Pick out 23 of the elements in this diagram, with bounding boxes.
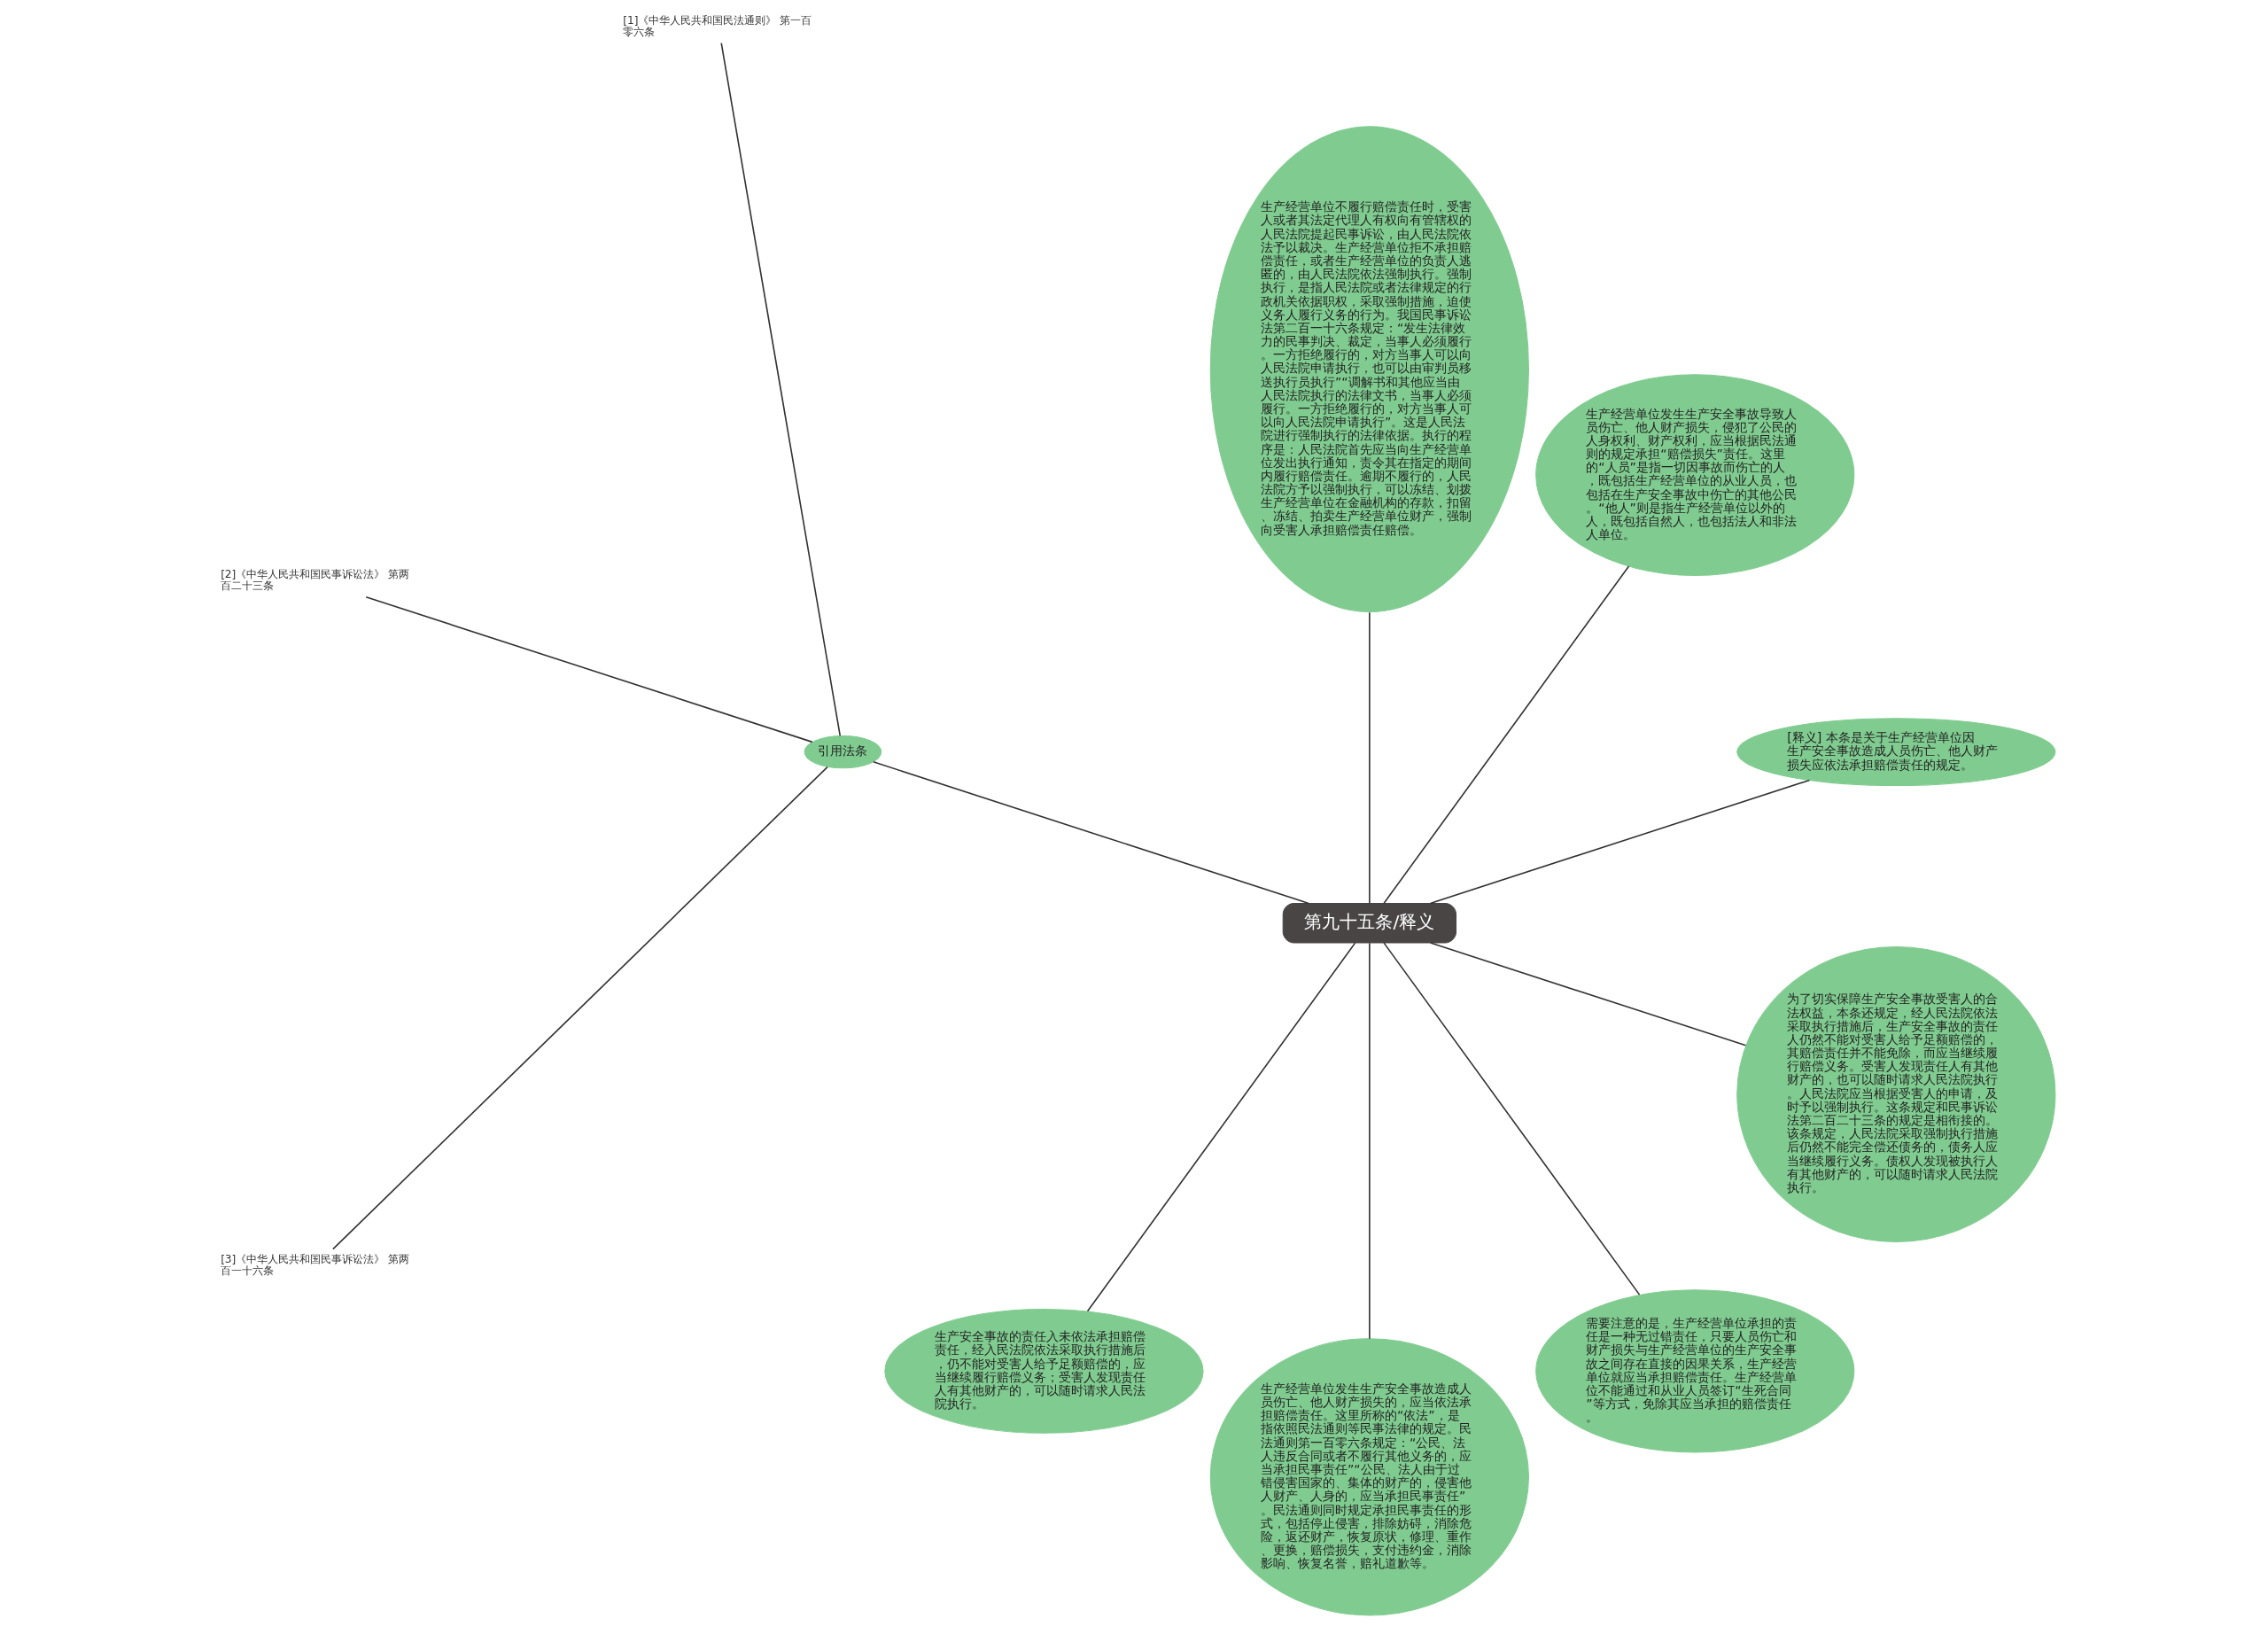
connector — [1382, 942, 1640, 1295]
node-ellipse: [释义] 本条是关于生产经营单位因生产安全事故造成人员伤亡、他人财产损失应依法承担赔偿责任的规定。 — [1736, 718, 2055, 786]
node-ellipse: 生产经营单位发生生产安全事故导致人员伤亡、他人财产损失，侵犯了公民的人身权利、财产权利，应当根据民法通则的规定承担“赔偿损失”责任。这里的“人员”是指一切因事故而伤亡的人，既包括生产经营单位的从业人员，也包括在生产安全事故中伤亡的其他公民。“他人”则是指生产经营单位以外的人，既包括自然人，也包括法人和非法人单位。 — [1534, 374, 1854, 576]
connector — [719, 42, 841, 737]
node-text: [3]《中华人民共和国民事诉讼法》 第两百一十六条 — [220, 1252, 409, 1277]
node-ellipse: 引用法条 — [804, 735, 882, 769]
connector — [872, 760, 1309, 905]
connector — [364, 595, 813, 743]
node-ellipse: 生产经营单位发生生产安全事故造成人员伤亡、他人财产损失的，应当依法承担赔偿责任。这里所称的“依法”，是指依照民法通则等民事法律的规定。民法通则第一百零六条规定：“公民、法人违反合同或者不履行其他义务的，应当承担民事责任”“公民、法人由于过错侵害国家的、集体的财产的，侵害他人财产、人身的，应当承担民事责任”。民法通则同时规定承担民事责任的形式，包括停止侵害，排除妨碍，消除危险，返还财产，恢复原状，修理、重作、更换，赔偿损失，支付违约金，消除影响、恢复名誉，赔礼道歉等。 — [1209, 1338, 1529, 1616]
node-box: 第九十五条/释义 — [1282, 902, 1456, 944]
connector — [1429, 942, 1746, 1046]
node-circle: 为了切实保障生产安全事故受害人的合法权益，本条还规定，经人民法院依法采取执行措施后，生产安全事故的责任人仍然不能对受害人给予足额赔偿的，其赔偿责任并不能免除，而应当继续履行赔偿义务。受害人发现责任人有其他财产的，也可以随时请求人民法院执行。人民法院应当根据受害人的申请，及时予以强制执行。这条规定和民事诉讼法第二百二十三条的规定是相衔接的。该条规定，人民法院采取强制执行措施后仍然不能完全偿还债务的，债务人应当继续履行义务。债权人发现被执行人有其他财产的，可以随时请求人民法院执行。 — [1736, 945, 2055, 1242]
connector — [1086, 942, 1355, 1312]
node-ellipse: 生产安全事故的责任入未依法承担赔偿责任，经入民法院依法采取执行措施后，仍不能对受害人给予足额赔偿的，应当继续履行赔偿义务；受害人发现责任人有其他财产的，可以随时请求人民法院执行。 — [883, 1309, 1204, 1434]
node-text: [2]《中华人民共和国民事诉讼法》 第两百二十三条 — [220, 568, 409, 593]
node-ellipse: 需要注意的是，生产经营单位承担的责任是一种无过错责任，只要人员伤亡和财产损失与生产经营单位的生产安全事故之间存在直接的因果关系，生产经营单位就应当承担赔偿责任。生产经营单位不能通过和从业人员签订“生死合同”等方式，免除其应当承担的赔偿责任。 — [1534, 1289, 1854, 1453]
node-text: [1]《中华人民共和国民法通则》 第一百零六条 — [622, 13, 812, 39]
node-ellipse: 生产经营单位不履行赔偿责任时，受害人或者其法定代理人有权向有管辖权的人民法院提起民事诉讼，由人民法院依法予以裁决。生产经营单位拒不承担赔偿责任，或者生产经营单位的负责人逃匿的，由人民法院依法强制执行。强制执行，是指人民法院或者法律规定的行政机关依据职权，采取强制措施，迫使义务人履行义务的行为。我国民事诉讼法第二百一十六条规定：“发生法律效力的民事判决、裁定，当事人必须履行。一方拒绝履行的，对方当事人可以向人民法院申请执行，也可以由审判员移送执行员执行”“调解书和其他应当由人民法院执行的法律文书，当事人必须履行。一方拒绝履行的，对方当事人可以向人民法院申请执行”。这是人民法院进行强制执行的法律依据。执行的程序是：人民法院首先应当向生产经营单位发出执行通知，责令其在指定的期间内履行赔偿责任。逾期不履行的，人民法院方予以强制执行，可以冻结、划拨生产经营单位在金融机构的存款，扣留、冻结、拍卖生产经营单位财产，强制向受害人承担赔偿责任赔偿。 — [1209, 126, 1529, 613]
connector — [1368, 942, 1371, 1340]
connector — [1429, 779, 1810, 905]
connector — [331, 766, 828, 1250]
connector — [1368, 611, 1371, 904]
connector — [1382, 565, 1629, 905]
